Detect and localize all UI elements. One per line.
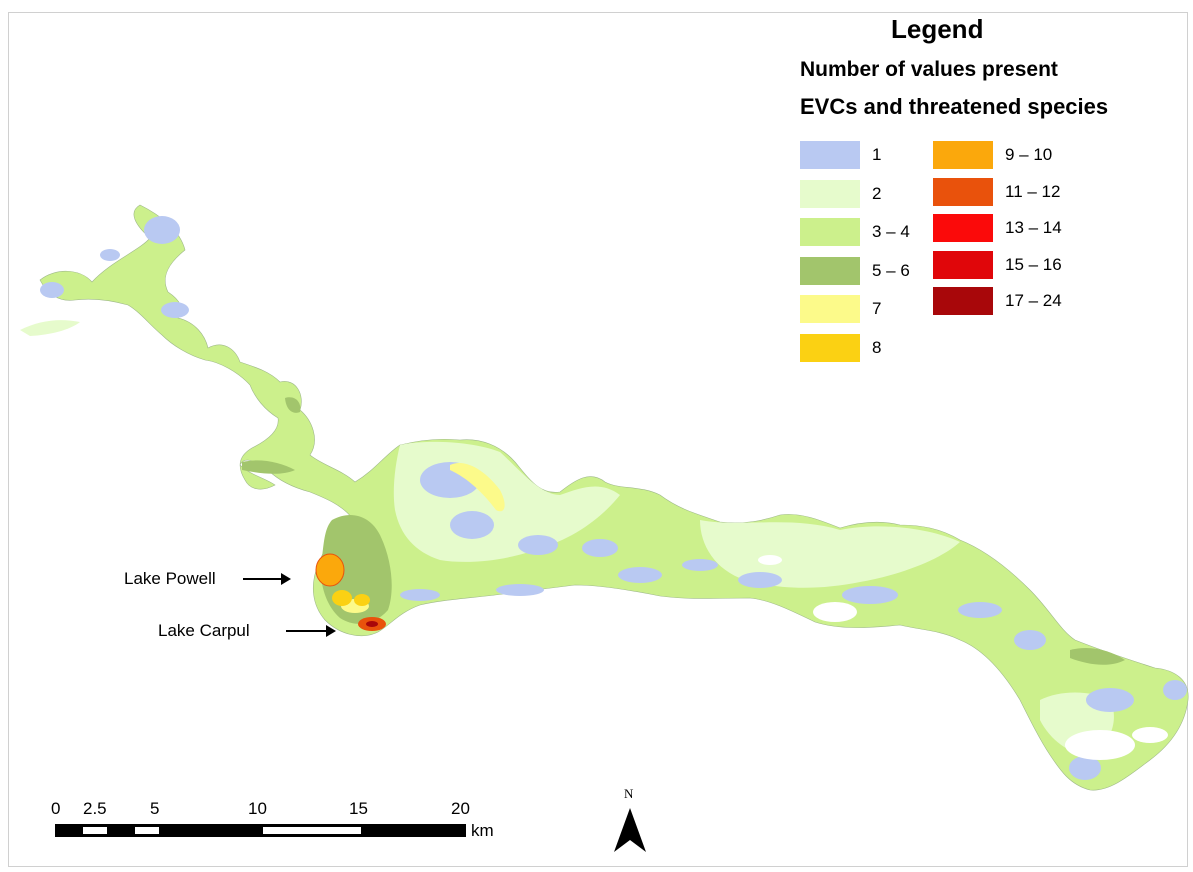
legend-label: 1 [872,145,882,164]
scale-tick-label: 10 [248,799,267,818]
legend-item: 17 – 24 [933,286,1062,316]
legend-item: 15 – 16 [933,250,1062,280]
legend-label: 13 – 14 [1005,218,1062,237]
legend-item: 11 – 12 [933,177,1060,207]
legend-item: 13 – 14 [933,213,1062,243]
legend-title: Legend [891,14,984,44]
legend-swatch [800,256,860,285]
legend-swatch [800,179,860,208]
legend-swatch [933,177,993,206]
legend-label: 11 – 12 [1005,181,1061,201]
scale-tick-label: 0 [51,799,61,818]
legend-label: 15 – 16 [1005,254,1062,274]
legend-swatch [800,333,860,362]
legend-swatch [933,287,993,315]
scale-bar-graphic [55,824,466,837]
scale-tick-label: 5 [150,799,160,818]
legend-label: 3 – 4 [872,222,910,241]
legend-swatch [933,141,993,169]
scale-tick-label: 2.5 [83,799,107,818]
legend-swatch [933,214,993,242]
scale-unit: km [471,821,494,840]
north-arrow-icon [614,808,646,852]
legend-item: 8 [800,333,881,363]
legend-subtitle-2: EVCs and threatened species [800,94,1109,119]
lake-carpul-arrow [286,625,336,637]
legend-subtitle: Number of values present [800,58,1058,81]
legend-item: 9 – 10 [933,140,1052,170]
lake-hotspots [315,553,386,631]
lake-powell-arrow [243,573,291,585]
scale-tick-label: 15 [349,799,368,818]
map-frame [8,12,1188,867]
legend-item: 5 – 6 [800,256,910,286]
legend-item: 3 – 4 [800,217,910,247]
lake-carpul-label: Lake Carpul [158,621,250,640]
legend-item: 7 [800,294,881,324]
legend-item: 1 [800,140,881,170]
legend-label: 8 [872,337,882,357]
legend-label: 17 – 24 [1005,291,1062,310]
legend-swatch [800,218,860,246]
legend-item: 2 [800,179,881,209]
lake-powell-label: Lake Powell [124,569,216,588]
unmapped-patches [758,555,1168,760]
legend-label: 2 [872,183,882,203]
legend-swatch [800,295,860,323]
legend-label: 9 – 10 [1005,145,1053,164]
legend-label: 7 [872,299,882,318]
legend-label: 5 – 6 [872,260,910,280]
class-1-areas [40,216,1187,780]
legend-swatch [933,250,993,279]
scale-tick-label: 20 [451,799,470,818]
lake-powell-shape [315,553,345,587]
legend-swatch [800,141,860,169]
north-label: N [624,786,634,801]
